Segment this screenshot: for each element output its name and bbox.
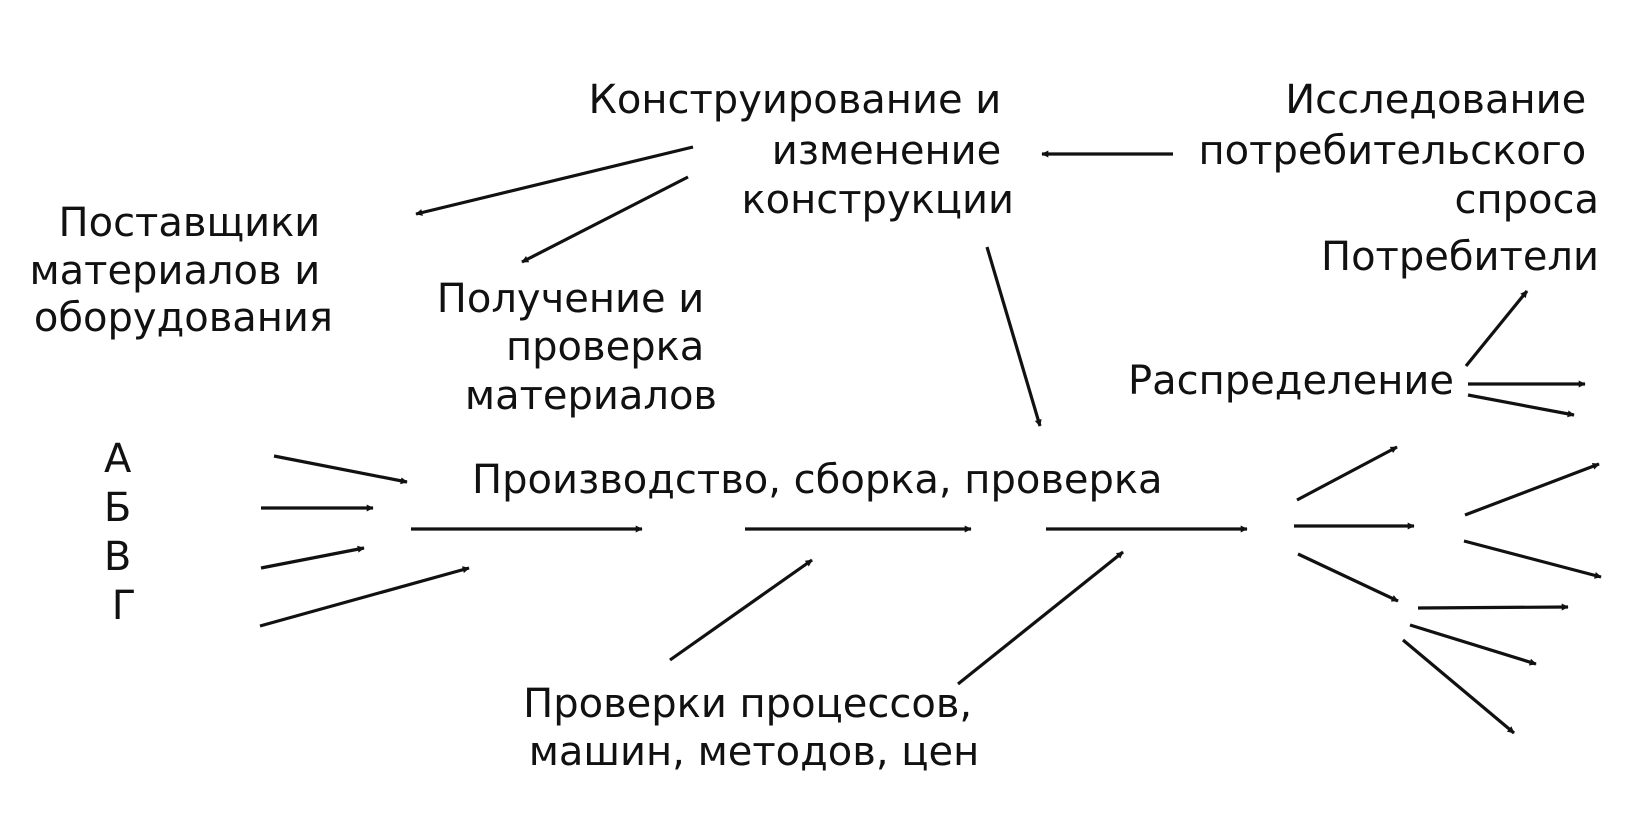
- edge-checks-to-segment-3: [957, 550, 1124, 686]
- edge-design-to-production: [985, 246, 1042, 427]
- distribution-node: Распределение: [1128, 358, 1454, 404]
- edge-out-down: [1297, 552, 1399, 603]
- edge-input-v: [260, 545, 365, 570]
- edge-distribution-to-consumers: [1464, 289, 1529, 368]
- inputs-node: А Б В Г: [104, 436, 144, 629]
- receiving-node: Получение и проверка материалов: [437, 276, 717, 419]
- edge-fan-4: [1409, 623, 1537, 666]
- consumer-research-node: Исследование потребительского спроса: [1199, 77, 1599, 223]
- production-node: Производство, сборка, проверка: [472, 457, 1163, 503]
- consumers-node: Потребители: [1321, 234, 1599, 280]
- edge-input-g: [259, 566, 470, 628]
- process-checks-node: Проверки процессов, машин, методов, цен: [523, 681, 985, 775]
- edge-fan-3: [1417, 603, 1569, 611]
- edge-input-a: [273, 454, 408, 485]
- edge-checks-to-segment-2: [669, 558, 813, 662]
- edges: [259, 145, 1602, 735]
- edge-design-to-suppliers: [415, 145, 694, 216]
- edge-out-up: [1296, 445, 1398, 502]
- edge-fan-1: [1464, 462, 1600, 517]
- design-node: Конструирование и изменение конструкции: [588, 77, 1014, 223]
- edge-distribution-out-2: [1467, 393, 1575, 418]
- edge-design-to-receiving: [521, 175, 689, 264]
- suppliers-node: Поставщики материалов и оборудования: [29, 200, 333, 341]
- edge-fan-2: [1463, 539, 1602, 579]
- edge-fan-5: [1401, 638, 1516, 735]
